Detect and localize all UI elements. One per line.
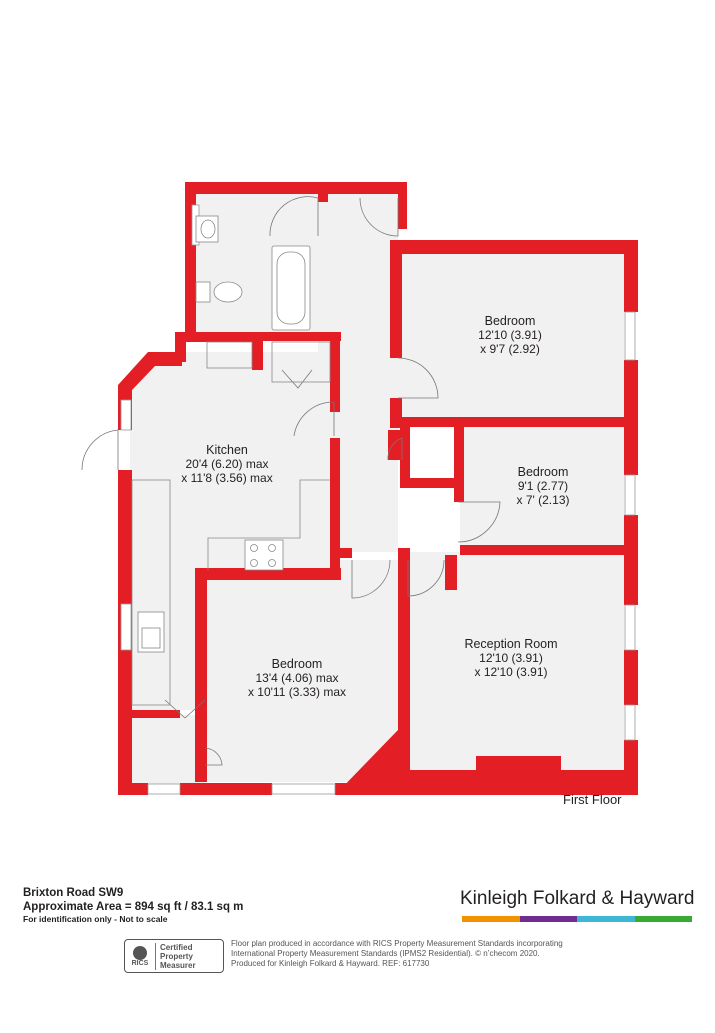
- room-dimension: x 9'7 (2.92): [480, 342, 540, 356]
- rics-badge-text: Certified Property Measurer: [155, 942, 196, 970]
- window-bedroom3: [271, 783, 336, 795]
- doors: [81, 196, 501, 766]
- counter-line: [207, 479, 330, 570]
- walls: [118, 182, 638, 795]
- door-bedroom3: [351, 559, 391, 599]
- room-dimension: x 7' (2.13): [516, 493, 570, 507]
- reception-floor: [398, 552, 624, 773]
- color-bar-segment: [577, 916, 635, 922]
- floor-areas: [130, 193, 624, 785]
- door-store: [164, 699, 206, 719]
- color-bar-segment: [519, 916, 577, 922]
- room-name: Bedroom: [484, 314, 536, 328]
- color-bar-segment: [634, 916, 692, 922]
- badge-line: Property: [160, 951, 193, 961]
- windows: [120, 204, 636, 795]
- lobby-floor: [130, 715, 205, 785]
- property-info: Brixton Road SW9 Approximate Area = 894 …: [23, 886, 243, 914]
- closet: [271, 341, 331, 383]
- room-dimension: 12'10 (3.91): [478, 328, 542, 342]
- room-name: Kitchen: [206, 443, 248, 457]
- agent-color-bar: [462, 916, 692, 922]
- worktop: [131, 479, 171, 706]
- door-reception: [407, 559, 445, 597]
- window-reception-2: [624, 704, 636, 741]
- bedroom1-floor: [398, 252, 624, 417]
- door-cupboard: [387, 437, 403, 461]
- room-dimension: x 12'10 (3.91): [474, 665, 548, 679]
- door-bedroom2: [457, 501, 501, 543]
- hall-floor: [318, 193, 398, 552]
- kitchen-floor: [130, 352, 340, 710]
- window-reception-1: [624, 604, 636, 651]
- rics-badge: RICS Certified Property Measurer: [124, 939, 224, 973]
- door-hall-top: [359, 197, 399, 237]
- rics-logo-text: RICS: [131, 959, 149, 967]
- door-lobby: [204, 747, 223, 766]
- room-name: Bedroom: [271, 657, 323, 671]
- address-text: Brixton Road SW9: [23, 887, 124, 899]
- footnote-line: Produced for Kinleigh Folkard & Hayward.…: [231, 959, 430, 968]
- room-label-reception: Reception Room 12'10 (3.91) x 12'10 (3.9…: [464, 637, 557, 679]
- floor-label: First Floor: [563, 792, 622, 807]
- room-label-bedroom-2: Bedroom 9'1 (2.77) x 7' (2.13): [517, 465, 570, 507]
- room-label-kitchen: Kitchen 20'4 (6.20) max x 11'8 (3.56) ma…: [181, 443, 272, 485]
- window-bedroom1: [624, 311, 636, 361]
- footnote-line: International Property Measurement Stand…: [231, 949, 540, 958]
- window-bedroom2: [624, 474, 636, 516]
- room-dimension: 20'4 (6.20) max: [185, 457, 269, 471]
- agent-logo: Kinleigh Folkard & Hayward: [460, 888, 695, 909]
- footnote-line: Floor plan produced in accordance with R…: [231, 939, 563, 948]
- bedroom2-floor: [460, 427, 624, 545]
- room-dimension: 12'10 (3.91): [479, 651, 543, 665]
- window-kitchen-top: [120, 399, 132, 431]
- room-label-bedroom-3: Bedroom 13'4 (4.06) max x 10'11 (3.33) m…: [248, 657, 346, 699]
- area-text: Approximate Area = 894 sq ft / 83.1 sq m: [23, 901, 244, 913]
- rics-logo: RICS: [125, 941, 155, 971]
- hob-icon: [244, 539, 284, 571]
- window-lobby: [147, 783, 181, 795]
- room-dimension: 13'4 (4.06) max: [255, 671, 339, 685]
- badge-line: Measurer: [160, 960, 196, 970]
- disclaimer-text: For identification only - Not to scale: [23, 914, 168, 924]
- door-kitchen-ext: [81, 429, 119, 471]
- door-bedroom1: [397, 357, 439, 399]
- toilet-icon: [213, 281, 243, 303]
- fixtures: [131, 215, 331, 706]
- room-dimension: 9'1 (2.77): [517, 479, 569, 493]
- door-bathroom: [269, 196, 319, 237]
- door-kitchen-hall: [293, 401, 335, 437]
- room-dimension: x 11'8 (3.56) max: [181, 471, 273, 485]
- rics-emblem-icon: [133, 945, 147, 960]
- cupboard: [206, 341, 253, 369]
- room-label-bedroom-1: Bedroom 12'10 (3.91) x 9'7 (2.92): [478, 314, 542, 356]
- footnote: Floor plan produced in accordance with R…: [231, 939, 563, 969]
- window-kitchen-side: [120, 603, 132, 651]
- bedroom3-floor: [205, 560, 398, 782]
- badge-line: Certified: [160, 942, 193, 952]
- door-closet: [281, 369, 313, 389]
- room-name: Reception Room: [464, 637, 558, 651]
- room-name: Bedroom: [517, 465, 569, 479]
- room-dimension: x 10'11 (3.33) max: [247, 685, 347, 699]
- color-bar-segment: [462, 916, 520, 922]
